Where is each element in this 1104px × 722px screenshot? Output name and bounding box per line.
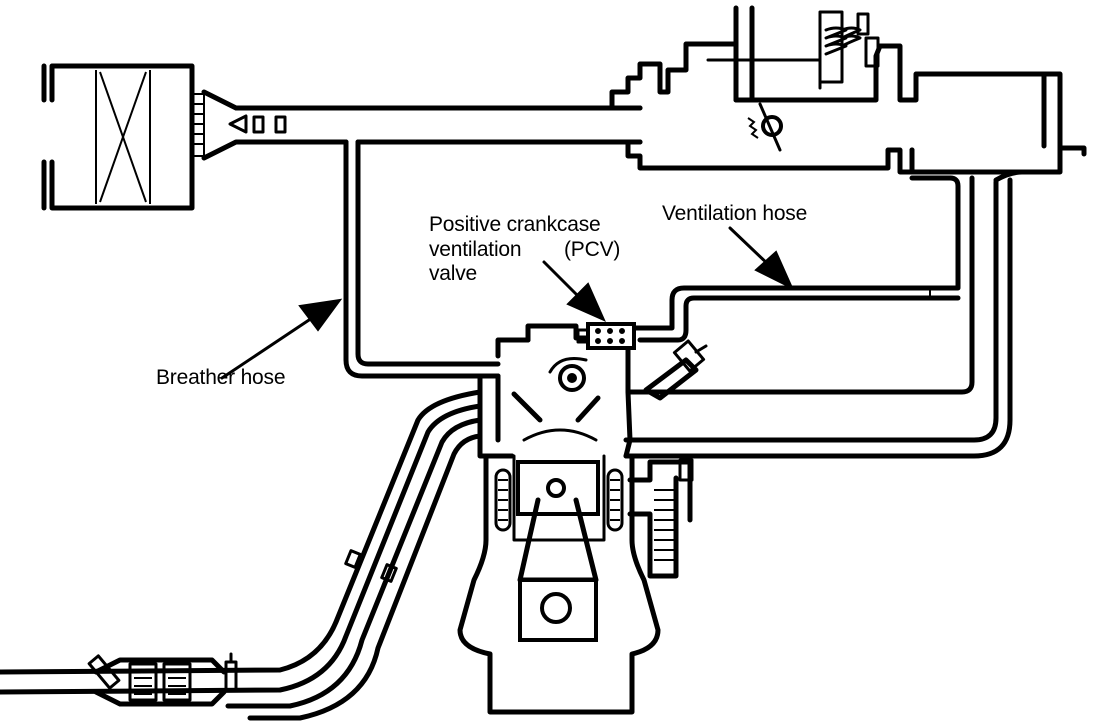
label-pcv-line2: ventilation <box>429 238 522 261</box>
cylinder-head <box>477 323 708 459</box>
oil-filler-tube <box>627 458 694 579</box>
cylinder-block <box>457 453 661 715</box>
label-pcv-line3: valve <box>429 262 478 285</box>
ventilation-hose-arrow <box>728 226 795 291</box>
intake-plenum <box>877 43 1087 175</box>
label-breather-hose: Breather hose <box>156 366 286 389</box>
breather-hose-arrow <box>220 298 343 380</box>
label-pcv-line1: Positive crankcase <box>429 213 601 236</box>
catalytic-converter <box>87 652 238 707</box>
throttle-body <box>609 5 915 175</box>
exhaust-pipe <box>0 389 483 721</box>
air-cleaner <box>41 63 205 211</box>
pcv-valve-arrow <box>542 260 606 322</box>
label-pcv-abbrev: (PCV) <box>564 238 621 261</box>
crankcase-return-pipe <box>623 169 1025 459</box>
intake-duct <box>201 89 643 161</box>
pcv-valve <box>576 322 636 350</box>
breather-hose <box>343 139 501 379</box>
ventilation-hose <box>627 175 975 395</box>
label-ventilation-hose: Ventilation hose <box>662 202 808 225</box>
